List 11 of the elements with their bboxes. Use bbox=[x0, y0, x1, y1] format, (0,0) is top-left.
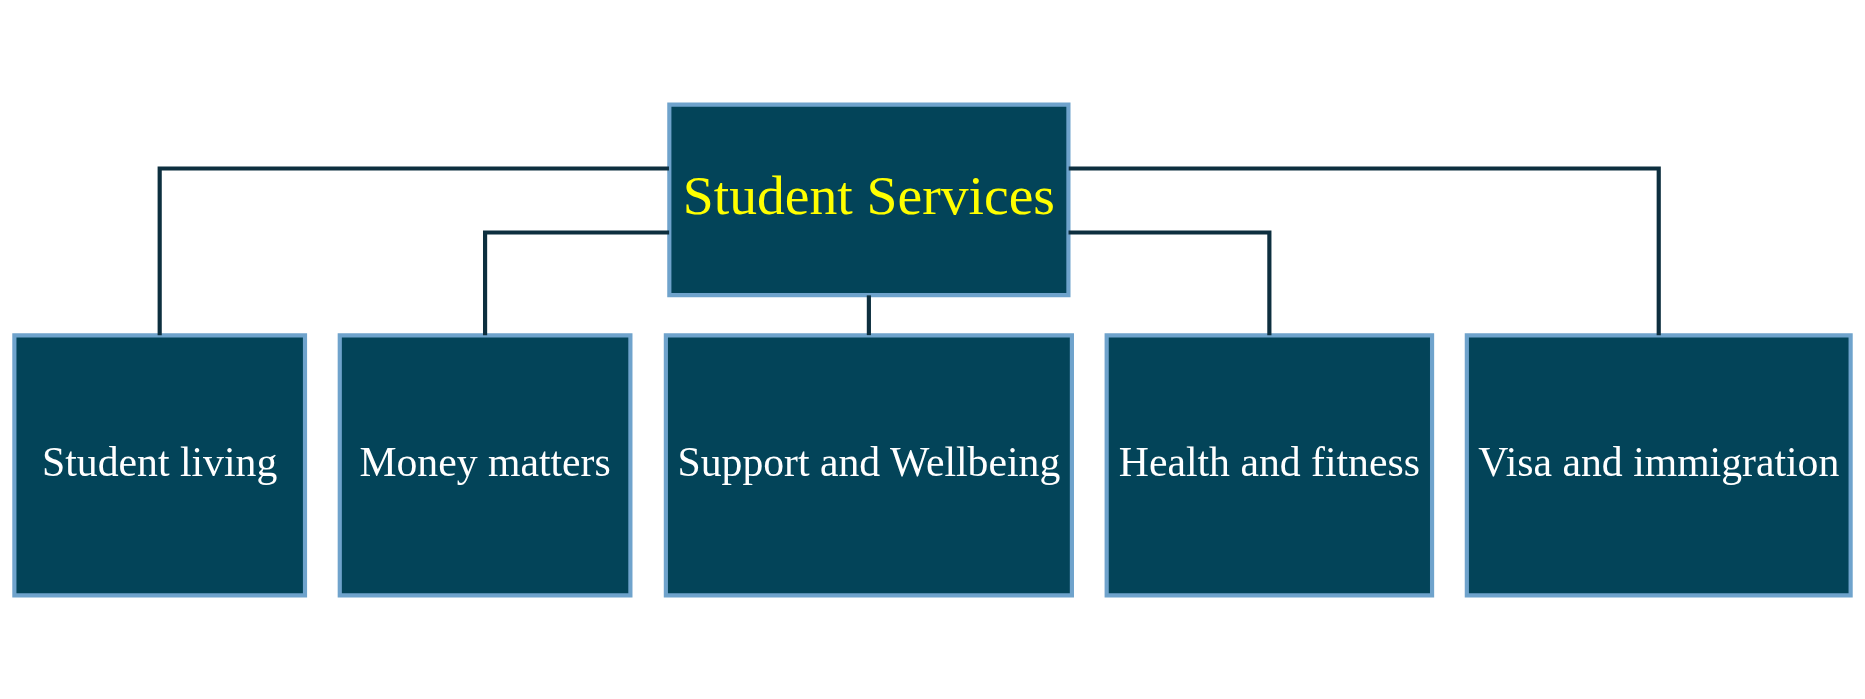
connector bbox=[483, 229, 670, 335]
node-box: Student Services bbox=[667, 101, 1071, 297]
connector bbox=[157, 165, 669, 335]
connector bbox=[1068, 165, 1661, 335]
node-box: Health and fitness bbox=[1104, 332, 1435, 598]
node-box: Student living bbox=[12, 332, 308, 598]
connector bbox=[866, 294, 871, 335]
node-box: Support and Wellbeing bbox=[663, 332, 1074, 598]
connector bbox=[1068, 229, 1272, 335]
node-box: Money matters bbox=[337, 332, 633, 598]
node-box: Visa and immigration bbox=[1464, 332, 1853, 598]
